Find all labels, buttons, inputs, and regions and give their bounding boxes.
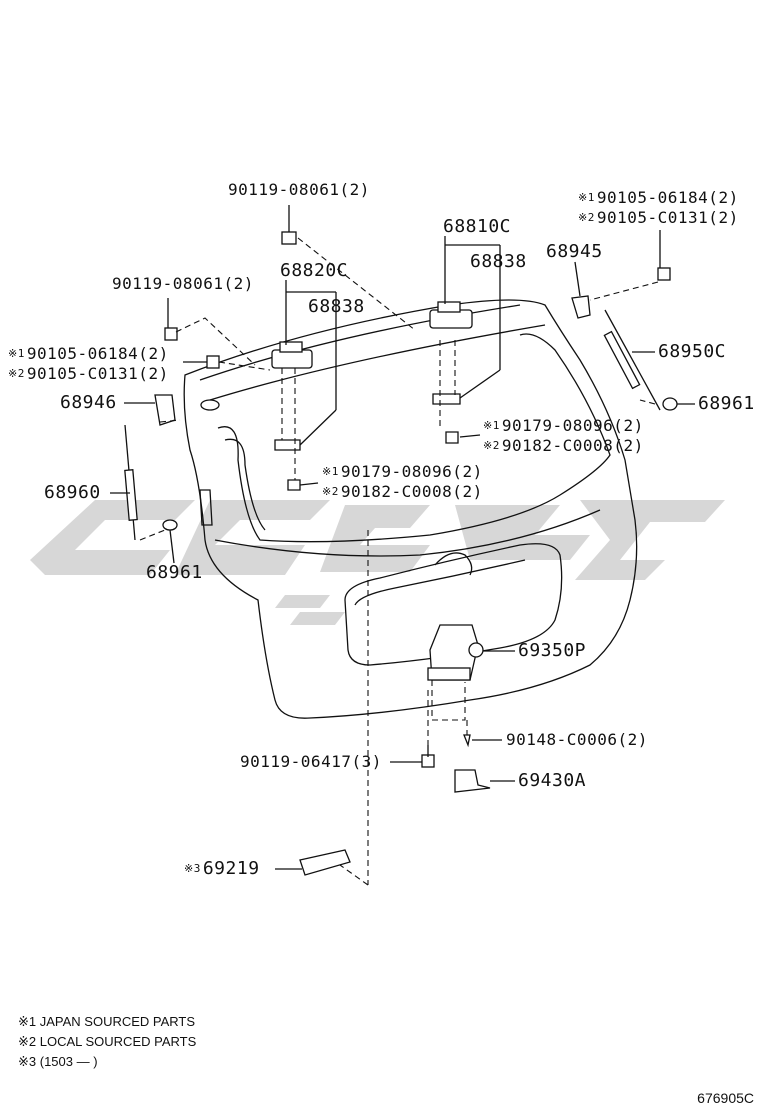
hinge-left-part <box>271 341 313 491</box>
note-date-range: ※3 (1503 — ) <box>18 1054 98 1069</box>
label-plate-left: 68838 <box>308 296 365 317</box>
label-lock: 69350P <box>518 640 587 661</box>
note-japan-sourced: ※1 JAPAN SOURCED PARTS <box>18 1014 196 1029</box>
label-striker: 69430A <box>518 770 587 791</box>
label-bracket-left: 68946 <box>60 392 117 413</box>
label-stay-right: 68950C <box>658 341 727 362</box>
diagram-reference-number: 676905C <box>697 1090 754 1106</box>
mark-local: ※2 <box>578 211 595 224</box>
leader-lines <box>110 205 695 870</box>
assembly-dashed-lines <box>139 237 659 886</box>
label-bolt-left: 90119-08061(2) <box>112 274 254 293</box>
label-stay-bracket-right: 68945 <box>546 241 603 262</box>
label-stay-left: 68960 <box>44 482 101 503</box>
note-local-sourced: ※2 LOCAL SOURCED PARTS <box>18 1034 197 1049</box>
bolt-parts <box>164 231 435 768</box>
label-hinge-right: 68810C <box>443 216 512 237</box>
lock-part <box>427 624 484 721</box>
hinge-right-part <box>429 301 473 444</box>
label-screw-lock: 90148-C0006(2) <box>506 730 648 749</box>
label-clip-right: 68961 <box>698 393 755 414</box>
stay-right-part <box>571 267 678 411</box>
mark-japan: ※1 <box>578 191 595 204</box>
label-clip-left: 68961 <box>146 562 203 583</box>
label-bolt-lock: 90119-06417(3) <box>240 752 382 771</box>
label-hinge-left: 68820C <box>280 260 349 281</box>
label-plate-right: 68838 <box>470 251 527 272</box>
switch-part <box>299 849 351 876</box>
label-bolt-top: 90119-08061(2) <box>228 180 370 199</box>
striker-part <box>454 734 491 793</box>
